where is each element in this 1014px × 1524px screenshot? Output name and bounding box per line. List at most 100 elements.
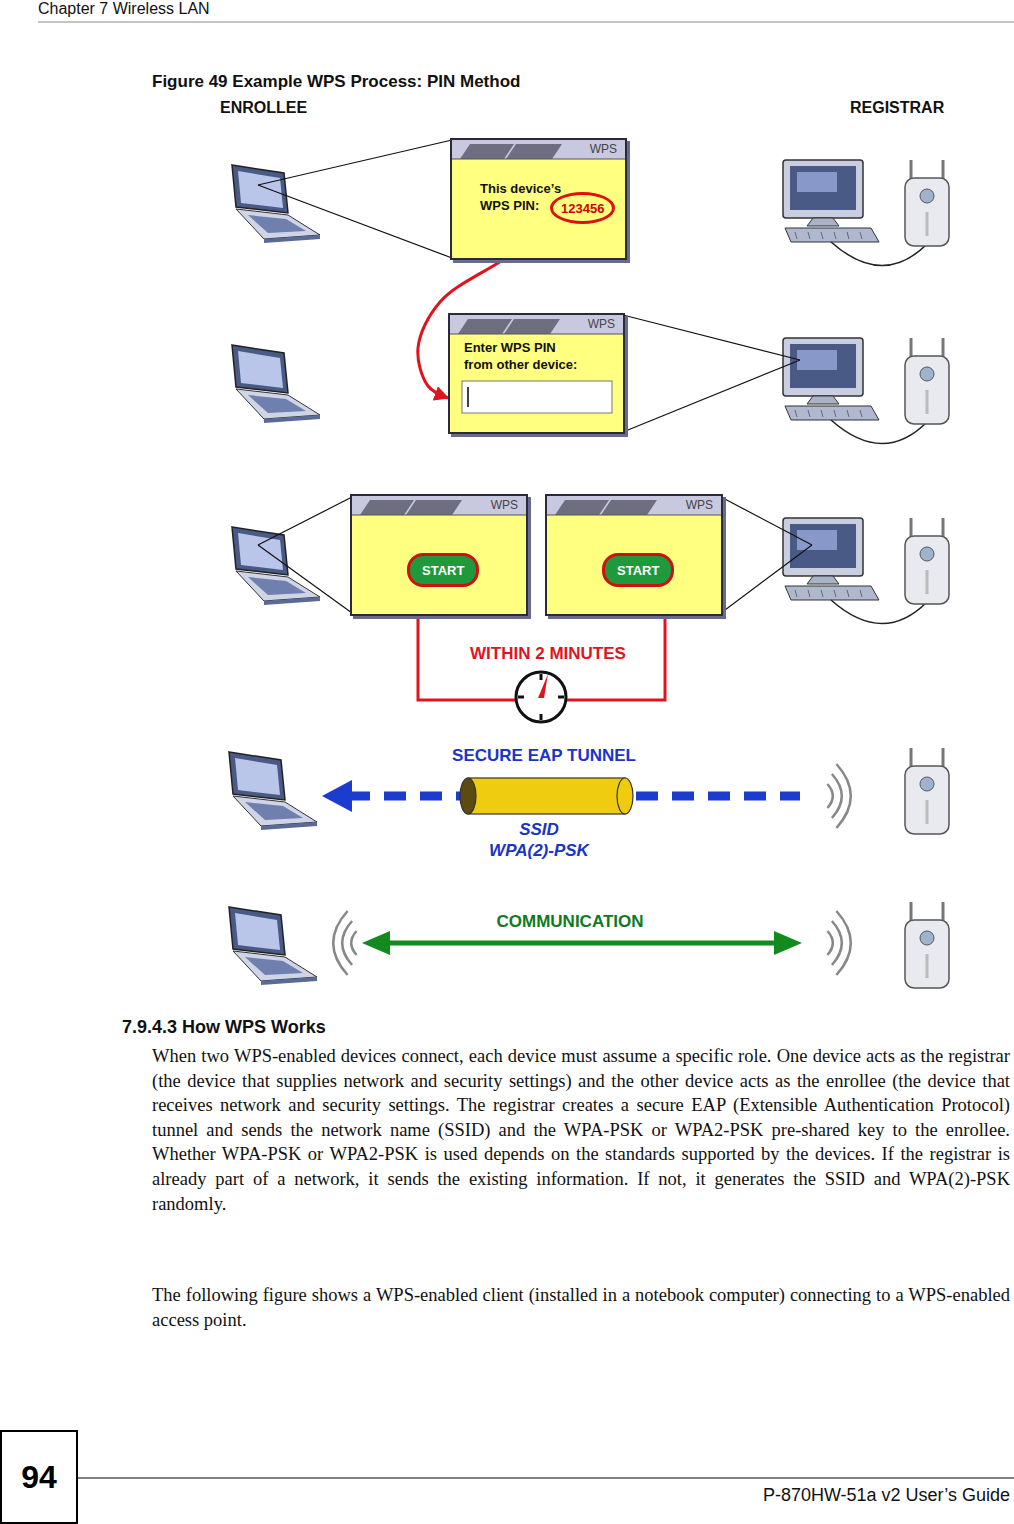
clock <box>516 672 566 722</box>
body-paragraph: When two WPS-enabled devices connect, ea… <box>152 1044 1010 1216</box>
ap-logo <box>920 189 934 203</box>
laptop-lid <box>229 907 285 955</box>
laptop-icon <box>229 752 317 830</box>
payload-label: WPA(2)-PSK <box>489 841 589 861</box>
laptop-base <box>233 796 317 826</box>
pin-number: 123456 <box>561 201 604 216</box>
text-cursor <box>467 387 469 407</box>
laptop-base <box>236 571 320 601</box>
key-line <box>847 232 849 239</box>
monitor-screen <box>790 344 856 388</box>
band-rule <box>547 515 721 516</box>
wps-window: WPSSTART <box>350 494 528 616</box>
laptop-icon <box>232 527 320 605</box>
figure-caption: Figure 49 Example WPS Process: PIN Metho… <box>152 72 520 92</box>
band-rule <box>352 515 526 516</box>
tab <box>504 319 560 334</box>
zoom-line <box>721 545 812 613</box>
laptop-screen <box>238 171 283 208</box>
page-number-box: 94 <box>0 1430 78 1524</box>
body-paragraph: The following figure shows a WPS-enabled… <box>152 1283 1010 1332</box>
clock-tick <box>540 674 543 680</box>
payload-label: SSID <box>519 820 559 840</box>
laptop-base <box>233 951 317 981</box>
window-title: WPS <box>588 317 615 331</box>
role-label: REGISTRAR <box>850 99 944 117</box>
page-number: 94 <box>21 1459 57 1496</box>
wireless-wave <box>836 911 850 975</box>
laptop-icon <box>232 345 320 423</box>
wps-window: WPSSTART <box>545 494 723 616</box>
ap-light <box>926 570 929 594</box>
pin-input <box>462 381 612 413</box>
tunnel-label: SECURE EAP TUNNEL <box>452 746 636 766</box>
band-rule <box>452 159 625 160</box>
wireless-wave <box>333 911 347 975</box>
ap-light <box>926 954 929 978</box>
zoom-line <box>258 185 452 258</box>
key-line <box>795 590 797 597</box>
laptop-base <box>236 209 320 239</box>
arrow-head <box>362 931 390 955</box>
laptop-edge <box>264 235 320 243</box>
monitor-glare <box>797 350 837 370</box>
keyboard <box>785 406 879 420</box>
monitor <box>783 338 863 396</box>
key-line <box>808 232 810 239</box>
computer-icon <box>783 338 879 420</box>
band-rule <box>450 334 623 335</box>
zoom-line <box>623 360 800 432</box>
laptop-lid <box>229 752 285 800</box>
key-line <box>860 410 862 417</box>
key-line <box>834 410 836 417</box>
arrow-head <box>322 780 352 812</box>
laptop-keyboard <box>245 802 303 820</box>
laptop-lid <box>232 165 288 213</box>
clock-tick <box>518 696 524 699</box>
access-point-icon <box>905 518 949 604</box>
laptop-screen <box>235 758 280 795</box>
key-line <box>847 590 849 597</box>
button-label: START <box>422 563 464 578</box>
button-label: START <box>617 563 659 578</box>
monitor <box>783 160 863 218</box>
wireless-wave <box>351 931 356 955</box>
keyboard <box>785 228 879 242</box>
laptop-icon <box>229 907 317 985</box>
zoom-line <box>258 545 352 613</box>
tab <box>555 500 609 515</box>
key-line <box>860 590 862 597</box>
access-point-icon <box>905 160 949 246</box>
ap-body <box>905 536 949 604</box>
tab <box>601 500 657 515</box>
key-line <box>834 590 836 597</box>
monitor <box>783 518 863 576</box>
wireless-wave <box>832 774 842 818</box>
cylinder-end <box>617 778 633 814</box>
key-line <box>821 590 823 597</box>
laptop-edge <box>264 597 320 605</box>
role-label: ENROLLEE <box>220 99 307 117</box>
access-point-icon <box>905 748 949 834</box>
edge-label: WITHIN 2 MINUTES <box>467 644 629 664</box>
computer-icon <box>783 160 879 242</box>
ap-body <box>905 356 949 424</box>
monitor-stand <box>807 576 839 584</box>
ap-light <box>926 390 929 414</box>
key-line <box>860 232 862 239</box>
window-body: Enter WPS PIN from other device: <box>464 339 584 373</box>
laptop-screen <box>235 913 280 950</box>
tab <box>360 500 414 515</box>
title-band <box>450 315 623 334</box>
section-heading: 7.9.4.3 How WPS Works <box>122 1017 326 1038</box>
cylinder-end <box>460 778 476 814</box>
window-chrome <box>450 315 623 432</box>
access-point-icon <box>905 338 949 424</box>
tab <box>406 500 462 515</box>
laptop-edge <box>261 822 317 830</box>
link-label: COMMUNICATION <box>497 912 644 932</box>
header-rule <box>38 22 1014 23</box>
key-line <box>834 232 836 239</box>
laptop-keyboard <box>248 395 306 413</box>
key-line <box>821 232 823 239</box>
